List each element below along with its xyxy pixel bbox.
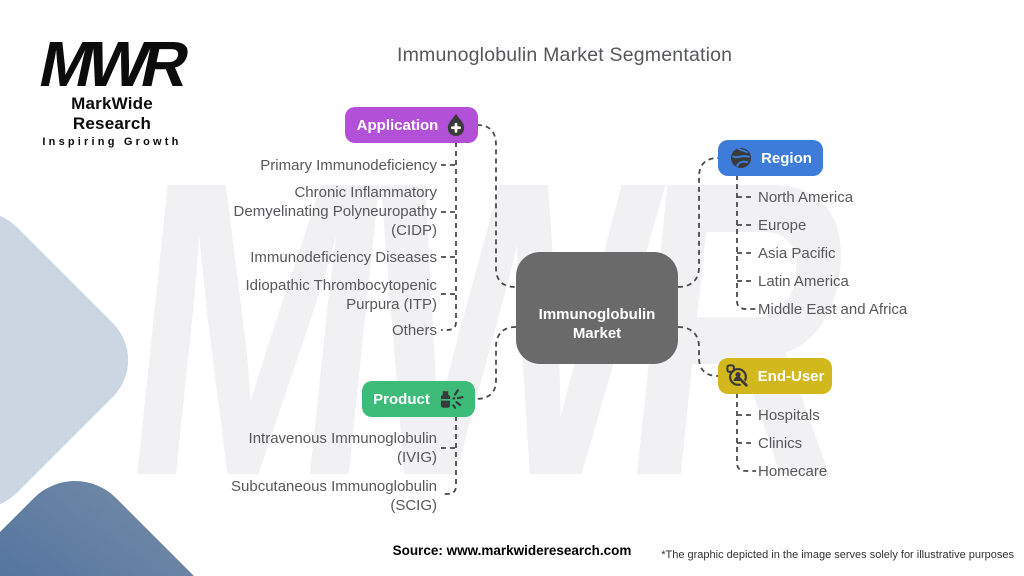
segment-item-application: Primary Immunodeficiency	[260, 157, 437, 174]
segment-item-end-user: Hospitals	[758, 407, 820, 424]
segment-item-application: Chronic Inflammatory Demyelinating Polyn…	[233, 184, 437, 239]
markwide-logo: MWR MarkWide Research Inspiring Growth	[33, 28, 191, 148]
segment-item-end-user: Homecare	[758, 463, 828, 480]
page-title: Immunoglobulin Market Segmentation	[397, 44, 733, 66]
segment-item-product: Subcutaneous Immunoglobulin (SCIG)	[231, 478, 437, 514]
segment-item-region: North America	[758, 189, 854, 206]
logo-monogram: MWR	[33, 28, 191, 100]
segment-item-region: Europe	[758, 217, 807, 234]
branch-node-product: Product	[362, 381, 475, 417]
branch-node-product-label: Product	[373, 390, 430, 408]
blood-drop-plus-icon	[446, 113, 466, 137]
segment-item-application: Others	[391, 322, 437, 339]
product-bottle-burst-icon	[438, 388, 464, 410]
segment-item-product: Intravenous Immunoglobulin (IVIG)	[248, 430, 437, 466]
logo-company-name: MarkWide Research	[71, 94, 153, 133]
branch-node-end-user: End-User	[718, 358, 832, 394]
branch-node-application-label: Application	[356, 116, 439, 134]
branch-node-region: Region	[718, 140, 823, 176]
center-node-immunoglobulin-market: Immunoglobulin Market	[516, 252, 678, 364]
branch-node-application: Application	[345, 107, 478, 143]
branch-node-region-label: Region	[761, 149, 812, 167]
segment-item-region: Asia Pacific	[758, 245, 836, 262]
segment-item-region: Middle East and Africa	[758, 301, 908, 318]
segment-item-application: Immunodeficiency Diseases	[250, 249, 437, 266]
segment-item-end-user: Clinics	[758, 435, 803, 452]
logo-tagline: Inspiring Growth	[42, 136, 182, 148]
disclaimer-note: *The graphic depicted in the image serve…	[661, 549, 1014, 561]
segment-item-region: Latin America	[758, 273, 849, 290]
globe-icon	[729, 146, 753, 170]
segment-item-application: Idiopathic Thrombocytopenic Purpura (ITP…	[245, 277, 438, 313]
source-attribution: Source: www.markwideresearch.com	[392, 543, 632, 558]
center-node-label: Immunoglobulin Market	[538, 306, 656, 342]
branch-node-end-user-label: End-User	[757, 367, 825, 385]
user-management-icon	[726, 364, 750, 388]
